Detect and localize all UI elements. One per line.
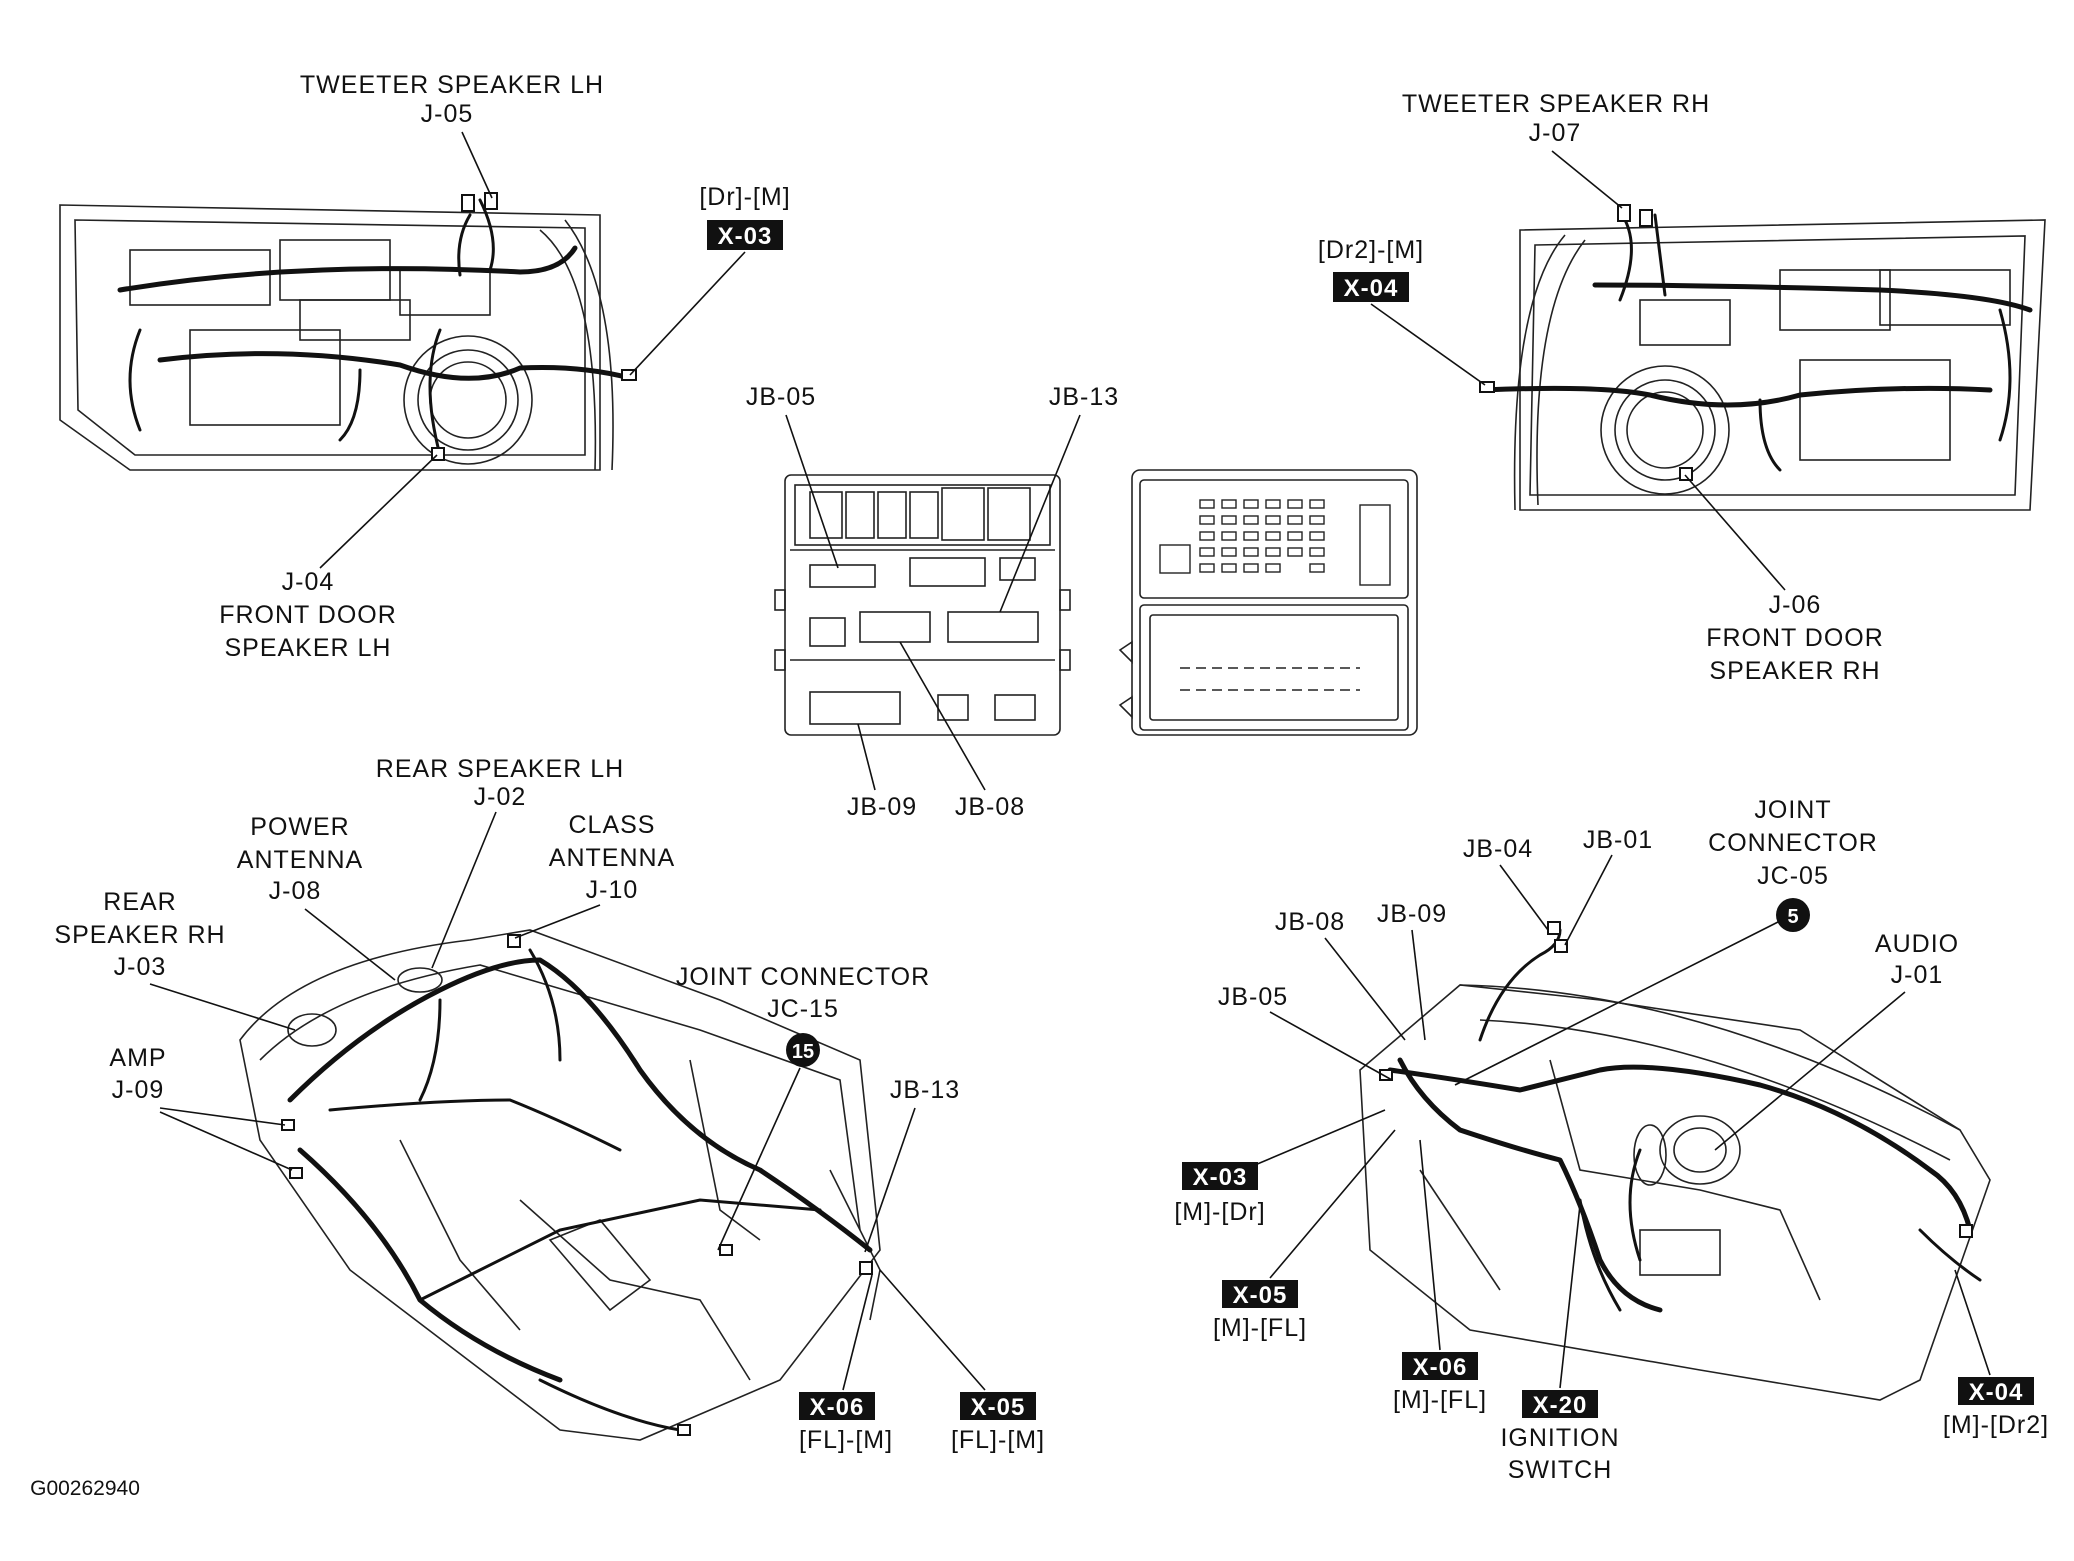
connector-x04-door-callout: [Dr2]-[M] X-04 — [1318, 236, 1486, 386]
rear-speaker-rh-callout: REAR SPEAKER RH J-03 — [54, 888, 296, 1031]
jb01-label: JB-01 — [1583, 826, 1653, 854]
front-door-speaker-rh-callout: J-06 FRONT DOOR SPEAKER RH — [1684, 474, 1884, 685]
class-antenna-line1: CLASS — [569, 811, 656, 839]
fl-m-label-2: [FL]-[M] — [951, 1426, 1045, 1454]
x06-floor-badge-bg — [799, 1392, 875, 1420]
tweeter-speaker-lh-callout: TWEETER SPEAKER LH J-05 — [300, 71, 604, 199]
power-antenna-line2: ANTENNA — [237, 846, 363, 874]
x05-floor-badge: X-05 — [971, 1394, 1026, 1421]
ignition-switch-line2: SWITCH — [1508, 1456, 1613, 1484]
tweeter-speaker-lh-label: TWEETER SPEAKER LH — [300, 71, 604, 99]
rear-speaker-lh-label: REAR SPEAKER LH — [376, 755, 624, 783]
junction-block-rear — [1118, 469, 1418, 736]
connector-x03-door-callout: [Dr]-[M] X-03 — [629, 183, 790, 376]
jb08-bottom-label: JB-08 — [955, 793, 1025, 821]
front-door-rh-illustration — [1479, 204, 2046, 511]
front-door-speaker-rh-line2: SPEAKER RH — [1709, 657, 1880, 685]
connector-x06-floor-callout: X-06 [FL]-[M] — [799, 1274, 893, 1454]
jb08-dash-label: JB-08 — [1275, 908, 1345, 936]
front-door-speaker-lh-callout: J-04 FRONT DOOR SPEAKER LH — [219, 454, 438, 662]
jb05-top-label: JB-05 — [746, 383, 816, 411]
x05-dash-badge: X-05 — [1233, 1282, 1288, 1309]
dr-m-label: [Dr]-[M] — [699, 183, 790, 211]
x06-dash-badge: X-06 — [1413, 1354, 1468, 1381]
jb05-dash-label: JB-05 — [1218, 983, 1288, 1011]
m-dr2-label: [M]-[Dr2] — [1943, 1411, 2049, 1439]
rear-speaker-lh-code: J-02 — [474, 783, 527, 811]
jb09-bottom-label: JB-09 — [847, 793, 917, 821]
x06-dash-badge-bg — [1402, 1352, 1478, 1380]
power-antenna-code: J-08 — [269, 877, 322, 905]
audio-code: J-01 — [1891, 961, 1944, 989]
x04-dash-badge: X-04 — [1969, 1379, 2024, 1406]
jb13-floor-label: JB-13 — [890, 1076, 960, 1104]
fl-m-label-1: [FL]-[M] — [799, 1426, 893, 1454]
ignition-switch-line1: IGNITION — [1500, 1424, 1619, 1452]
audio-label: AUDIO — [1875, 930, 1959, 958]
rear-speaker-rh-line2: SPEAKER RH — [54, 921, 225, 949]
connector-x05-floor-callout: X-05 [FL]-[M] — [879, 1269, 1045, 1454]
class-antenna-callout: CLASS ANTENNA J-10 — [514, 811, 675, 939]
x20-dash-badge: X-20 — [1533, 1392, 1588, 1419]
dashboard-labels: JB-04 JB-01 JOINT CONNECTOR JC-05 5 JB-0… — [1174, 796, 2049, 1484]
jc15-code: JC-15 — [767, 995, 839, 1023]
jb04-label: JB-04 — [1463, 835, 1533, 863]
x20-dash-badge-bg — [1522, 1390, 1598, 1418]
x03-badge: X-03 — [718, 223, 773, 250]
jc05-line2: CONNECTOR — [1708, 829, 1878, 857]
x06-floor-badge: X-06 — [810, 1394, 865, 1421]
tweeter-speaker-rh-label: TWEETER SPEAKER RH — [1402, 90, 1710, 118]
front-door-speaker-lh-line1: FRONT DOOR — [219, 601, 397, 629]
front-door-speaker-lh-code: J-04 — [282, 568, 335, 596]
junction-block-front — [774, 474, 1071, 736]
x03-dash-badge-bg — [1182, 1162, 1258, 1190]
rear-speaker-rh-code: J-03 — [114, 953, 167, 981]
x04-badge-bg — [1333, 272, 1409, 302]
tweeter-speaker-lh-code: J-05 — [421, 100, 474, 128]
jb13-top-label: JB-13 — [1049, 383, 1119, 411]
tweeter-speaker-rh-callout: TWEETER SPEAKER RH J-07 — [1402, 90, 1710, 209]
front-door-speaker-rh-code: J-06 — [1769, 591, 1822, 619]
m-fl-label-2: [M]-[FL] — [1393, 1386, 1487, 1414]
figure-id: G00262940 — [30, 1477, 140, 1500]
x05-dash-badge-bg — [1222, 1280, 1298, 1308]
amp-callout: AMP J-09 — [109, 1044, 293, 1171]
jc05-badge-bg — [1776, 898, 1810, 932]
m-fl-label-1: [M]-[FL] — [1213, 1314, 1307, 1342]
front-door-speaker-lh-line2: SPEAKER LH — [224, 634, 391, 662]
joint-connector-jc15-callout: JOINT CONNECTOR JC-15 15 — [676, 963, 930, 1251]
rear-speaker-lh-callout: REAR SPEAKER LH J-02 — [376, 755, 624, 969]
x04-dash-badge-bg — [1958, 1377, 2034, 1405]
power-antenna-line1: POWER — [250, 813, 349, 841]
power-antenna-callout: POWER ANTENNA J-08 — [237, 813, 396, 981]
jc15-badge-bg — [786, 1033, 820, 1067]
front-door-lh-illustration — [59, 192, 637, 471]
class-antenna-code: J-10 — [586, 876, 639, 904]
jc15-label: JOINT CONNECTOR — [676, 963, 930, 991]
jc05-code: JC-05 — [1757, 862, 1829, 890]
jb09-dash-label: JB-09 — [1377, 900, 1447, 928]
x03-dash-badge: X-03 — [1193, 1164, 1248, 1191]
m-dr-label: [M]-[Dr] — [1174, 1198, 1265, 1226]
class-antenna-line2: ANTENNA — [549, 844, 675, 872]
front-door-speaker-rh-line1: FRONT DOOR — [1706, 624, 1884, 652]
x03-badge-bg — [707, 220, 783, 250]
jc05-number: 5 — [1787, 906, 1798, 928]
jc15-number: 15 — [792, 1041, 814, 1063]
dashboard-harness-illustration — [1359, 921, 1991, 1401]
tweeter-speaker-rh-code: J-07 — [1529, 119, 1582, 147]
jc05-line1: JOINT — [1754, 796, 1831, 824]
x05-floor-badge-bg — [960, 1392, 1036, 1420]
amp-code: J-09 — [112, 1076, 165, 1104]
amp-label: AMP — [109, 1044, 166, 1072]
rear-speaker-rh-line1: REAR — [103, 888, 176, 916]
jb13-floor-callout: JB-13 — [864, 1076, 960, 1253]
junction-block-labels: JB-05 JB-13 JB-09 JB-08 — [746, 383, 1119, 821]
x04-badge: X-04 — [1344, 275, 1399, 302]
dr2-m-label: [Dr2]-[M] — [1318, 236, 1424, 264]
